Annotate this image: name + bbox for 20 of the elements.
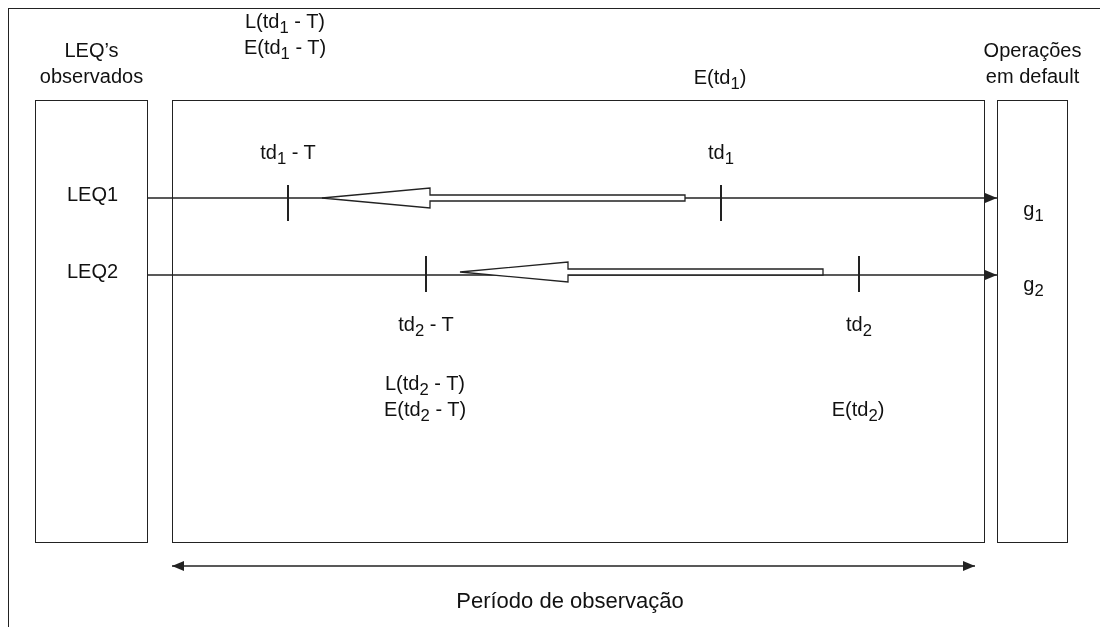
row-label: g$_{1}$ <box>998 194 1069 224</box>
value-label: E(td$_{2}$) <box>830 398 886 426</box>
hollow-arrow <box>321 187 686 209</box>
hollow-arrow <box>459 261 824 283</box>
row-label: g$_{2}$ <box>998 269 1069 299</box>
time-label: td$_{2}$ - T <box>397 313 455 341</box>
column-heading: LEQ’s observados <box>38 38 145 89</box>
value-label: E(td$_{2}$ - T) <box>382 398 468 426</box>
row-label: LEQ1 <box>36 179 149 209</box>
value-label: E(td$_{1}$) <box>692 66 748 94</box>
timeline-box <box>172 100 985 543</box>
value-label: L(td$_{1}$ - T) <box>244 10 326 38</box>
value-label: E(td$_{1}$ - T) <box>242 36 328 64</box>
time-label: td$_{1}$ <box>707 141 735 169</box>
time-label: td$_{2}$ <box>845 313 873 341</box>
time-label: td$_{1}$ - T <box>259 141 317 169</box>
row-label: LEQ2 <box>36 256 149 286</box>
value-label: L(td$_{2}$ - T) <box>384 372 466 400</box>
column-heading: Operações em default <box>982 38 1083 89</box>
axis-caption: Período de observação <box>455 588 685 614</box>
